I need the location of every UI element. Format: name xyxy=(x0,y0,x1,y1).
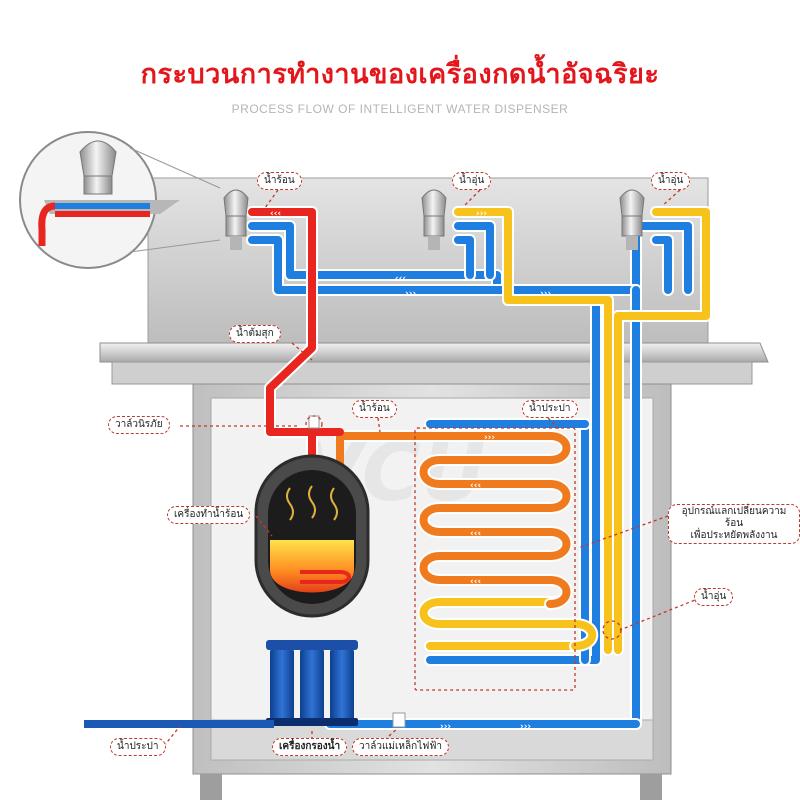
label-boiled-water: น้ำต้มสุก xyxy=(229,325,281,343)
flow-arrow-icon: ››› ››› ‹‹‹ ››› ‹‹‹ ››› ‹‹‹ ‹‹‹ ‹‹‹ ››› … xyxy=(270,209,551,732)
label-heat-exchanger: อุปกรณ์แลกเปลี่ยนความร้อน เพื่อประหยัดพล… xyxy=(668,504,800,544)
label-tap-water-pipe: น้ำประปา xyxy=(522,400,578,418)
svg-text:›››: ››› xyxy=(484,433,495,443)
label-heat-exchanger-line2: เพื่อประหยัดพลังงาน xyxy=(690,530,778,541)
page-title: กระบวนการทำงานของเครื่องกดน้ำอัจฉริยะ xyxy=(140,59,660,90)
svg-text:›››: ››› xyxy=(405,289,416,299)
label-safety-valve: วาล์วนิรภัย xyxy=(108,416,170,434)
svg-text:›››: ››› xyxy=(520,722,531,732)
label-water-heater: เครื่องทำน้ำร้อน xyxy=(167,506,251,524)
label-tap-warm-2: น้ำอุ่น xyxy=(651,172,691,190)
svg-text:‹‹‹: ‹‹‹ xyxy=(470,481,481,491)
svg-text:›››: ››› xyxy=(440,722,451,732)
label-hot-water-pipe: น้ำร้อน xyxy=(352,400,397,418)
leader-lines xyxy=(163,189,701,747)
svg-text:‹‹‹: ‹‹‹ xyxy=(470,577,481,587)
faucet-zoom-inset xyxy=(19,131,221,269)
svg-text:‹‹‹: ‹‹‹ xyxy=(270,209,281,219)
heater-tank-icon xyxy=(254,454,370,618)
label-solenoid-valve: วาล์วแม่เหล็กไฟฟ้า xyxy=(352,738,450,756)
warm-pipes xyxy=(417,206,712,656)
label-water-filter: เครื่องกรองน้ำ xyxy=(272,738,348,756)
svg-text:‹‹‹: ‹‹‹ xyxy=(395,274,406,284)
label-tap-water-inlet: น้ำประปา xyxy=(110,738,166,756)
label-tap-warm-1: น้ำอุ่น xyxy=(452,172,492,190)
svg-text:‹‹‹: ‹‹‹ xyxy=(470,529,481,539)
page-subtitle: PROCESS FLOW OF INTELLIGENT WATER DISPEN… xyxy=(231,102,569,116)
faucet-icon xyxy=(223,189,645,250)
label-warm-water: น้ำอุ่น xyxy=(694,588,734,606)
label-tap-hot: น้ำร้อน xyxy=(257,172,302,190)
filter-cartridge-icon xyxy=(266,640,358,726)
counter-ledge xyxy=(99,342,769,363)
svg-text:›››: ››› xyxy=(476,209,487,219)
inlet-pipe xyxy=(84,720,274,728)
cold-pipes xyxy=(246,220,694,730)
label-heat-exchanger-line1: อุปกรณ์แลกเปลี่ยนความร้อน xyxy=(681,506,787,529)
svg-text:›››: ››› xyxy=(540,289,551,299)
